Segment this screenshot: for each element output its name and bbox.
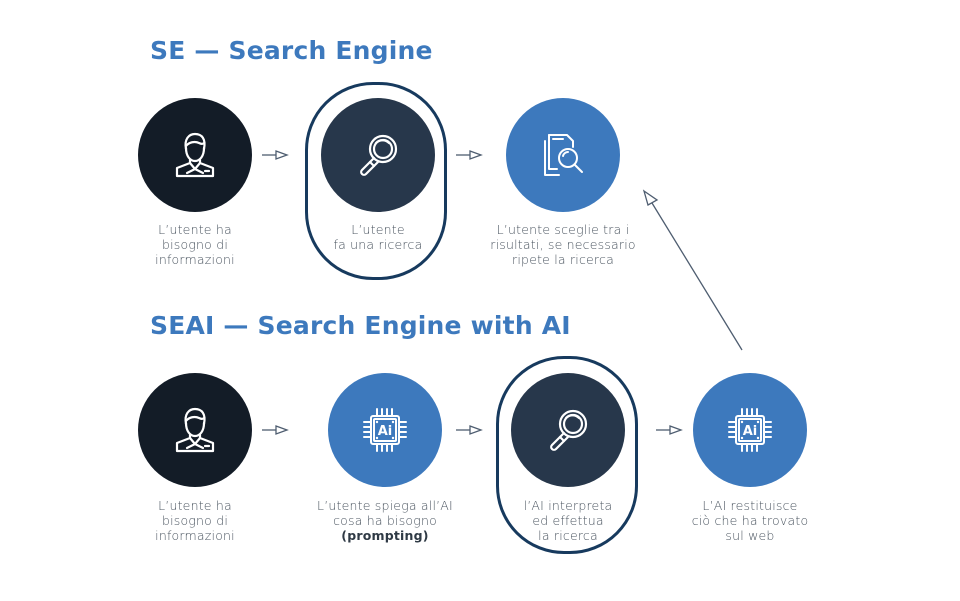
label-line: fa una ricerca (333, 237, 423, 252)
ai-chip-icon: Ai (359, 404, 411, 456)
label-line: la ricerca (538, 528, 598, 543)
label-line: informazioni (155, 252, 235, 267)
seai-step-3-circle (511, 373, 625, 487)
seai-highlight-frame (496, 356, 638, 554)
user-icon (169, 404, 221, 456)
arrow-se-2-3 (456, 150, 483, 160)
arrow-seai-3-4 (656, 425, 683, 435)
label-line: bisogno di (161, 513, 229, 528)
user-icon (169, 129, 221, 181)
seai-step-1-label: L’utente ha bisogno di informazioni (110, 498, 280, 543)
label-line: L’utente sceglie tra i (496, 222, 630, 237)
label-line: L’utente (351, 222, 405, 237)
se-section-title: SE — Search Engine (150, 36, 433, 65)
label-line: ed effettua (532, 513, 604, 528)
seai-step-2-circle: Ai (328, 373, 442, 487)
label-line-bold: (prompting) (341, 528, 429, 543)
label-line: L’utente spiega all’AI (317, 498, 453, 513)
arrow-seai-2-3 (456, 425, 483, 435)
seai-section-title: SEAI — Search Engine with AI (150, 311, 571, 340)
se-step-3-circle (506, 98, 620, 212)
se-step-2-circle (321, 98, 435, 212)
se-step-1-label: L’utente ha bisogno di informazioni (110, 222, 280, 267)
label-line: ciò che ha trovato (691, 513, 809, 528)
seai-step-2-label: L’utente spiega all’AI cosa ha bisogno (… (300, 498, 470, 543)
magnifier-icon (352, 129, 404, 181)
label-line: risultati, se necessario (490, 237, 636, 252)
arrow-se-1-2 (262, 150, 289, 160)
se-step-2-label: L’utente fa una ricerca (293, 222, 463, 252)
label-line: ripete la ricerca (512, 252, 614, 267)
label-line: l’AI interpreta (523, 498, 613, 513)
se-highlight-frame (305, 82, 447, 280)
ai-chip-icon: Ai (724, 404, 776, 456)
label-line: sul web (725, 528, 775, 543)
se-step-1-circle (138, 98, 252, 212)
seai-step-4-circle: Ai (693, 373, 807, 487)
seai-step-3-label: l’AI interpreta ed effettua la ricerca (483, 498, 653, 543)
svg-text:Ai: Ai (378, 424, 393, 439)
se-step-3-label: L’utente sceglie tra i risultati, se nec… (478, 222, 648, 267)
label-line: cosa ha bisogno (333, 513, 437, 528)
seai-step-1-circle (138, 373, 252, 487)
label-line: L’utente ha (158, 498, 232, 513)
arrow-seai-1-2 (262, 425, 289, 435)
label-line: bisogno di (161, 237, 229, 252)
label-line: L’utente ha (158, 222, 232, 237)
label-line: informazioni (155, 528, 235, 543)
label-line: L’AI restituisce (702, 498, 798, 513)
document-search-icon (537, 129, 589, 181)
arrow-seai-to-se-results (642, 189, 743, 351)
seai-step-4-label: L’AI restituisce ciò che ha trovato sul … (665, 498, 835, 543)
magnifier-icon (542, 404, 594, 456)
svg-text:Ai: Ai (743, 424, 758, 439)
